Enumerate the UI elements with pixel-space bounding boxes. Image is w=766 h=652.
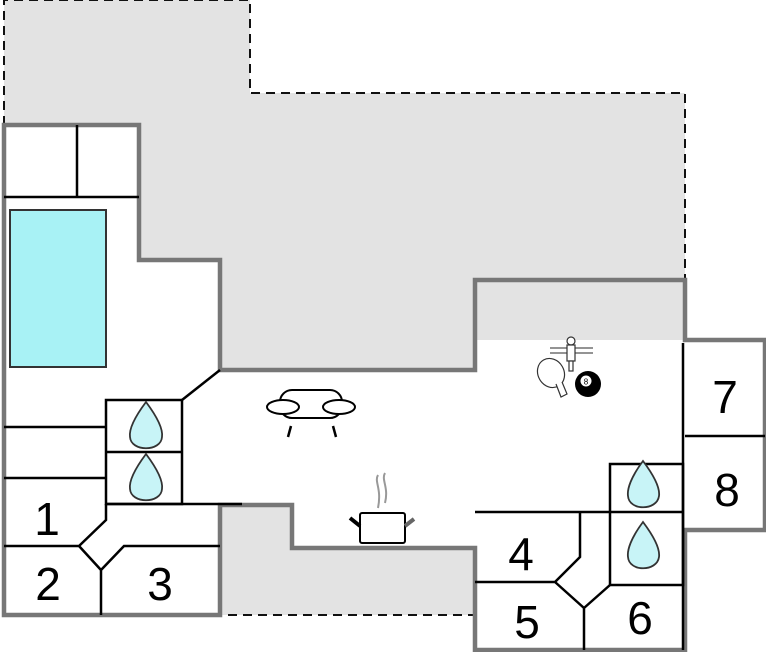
swimming-pool: [9, 209, 107, 368]
room-label-7: 7: [712, 371, 738, 423]
room-label-1: 1: [34, 493, 60, 545]
bathroom-icon: [626, 520, 660, 570]
foosball-icon: [550, 336, 593, 372]
interior-walls-right: [475, 343, 765, 650]
terrace-area: [4, 0, 685, 370]
room-label-8: 8: [714, 464, 740, 516]
sofa-icon: [266, 389, 356, 438]
bathroom-icon: [129, 452, 163, 502]
house-walls: [1, 122, 766, 652]
billiard-ball-icon: 8: [575, 371, 601, 397]
interior-walls-left: [4, 125, 242, 615]
room-label-6: 6: [627, 592, 653, 644]
billiard-ball-label: 8: [584, 378, 589, 387]
room-label-4: 4: [508, 528, 534, 580]
lower-terrace-area: [220, 505, 475, 615]
kitchen-icon: [348, 472, 416, 544]
room-label-3: 3: [147, 558, 173, 610]
table-tennis-icon: [536, 357, 568, 398]
room-label-2: 2: [35, 558, 61, 610]
bathroom-icon: [129, 400, 163, 450]
room-label-5: 5: [514, 596, 540, 648]
bathroom-icon: [626, 459, 660, 509]
